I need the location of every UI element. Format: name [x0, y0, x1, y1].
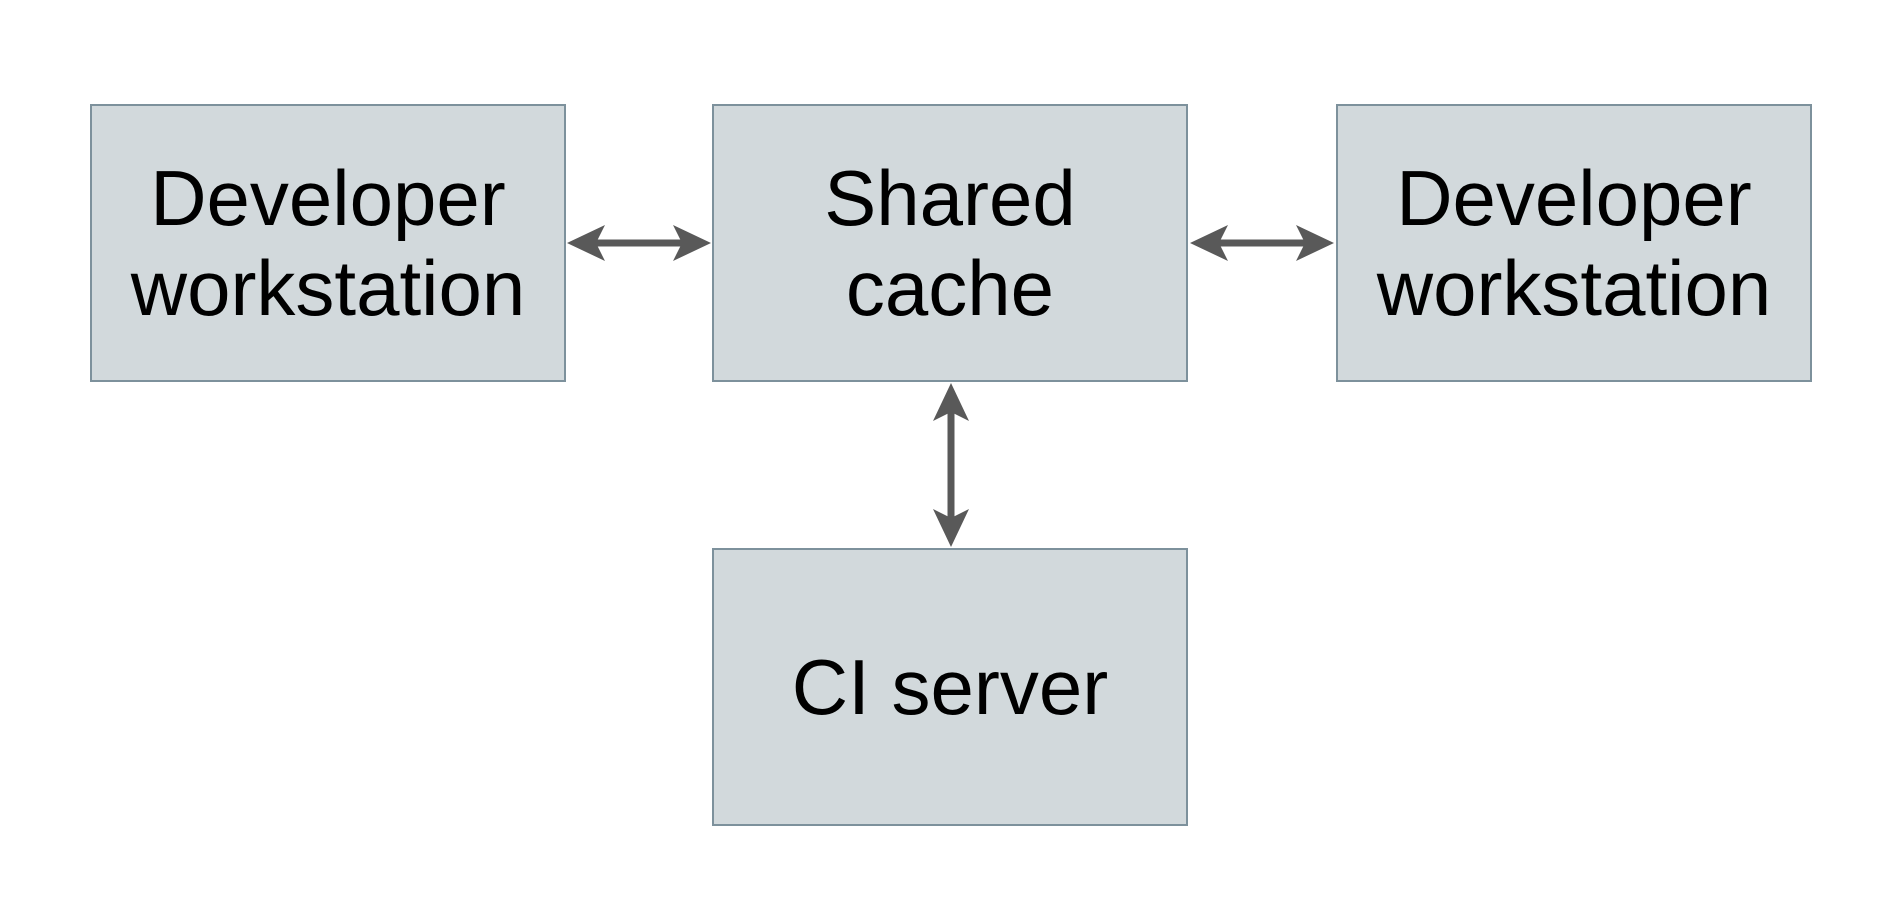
node-ci-server: CI server [712, 548, 1188, 826]
bidirectional-arrow-shared-cache-right-workstation [1190, 225, 1334, 261]
node-label-ci-server: CI server [791, 642, 1109, 731]
node-developer-workstation-left: Developer workstation [90, 104, 566, 382]
node-developer-workstation-right: Developer workstation [1336, 104, 1812, 382]
bidirectional-arrow-shared-cache-ci-server [933, 383, 969, 547]
node-label-developer-workstation-right: Developer workstation [1376, 153, 1772, 332]
node-label-developer-workstation-left: Developer workstation [130, 153, 526, 332]
node-shared-cache: Shared cache [712, 104, 1188, 382]
bidirectional-arrow-left-workstation-shared-cache [567, 225, 711, 261]
node-label-shared-cache: Shared cache [824, 153, 1076, 332]
